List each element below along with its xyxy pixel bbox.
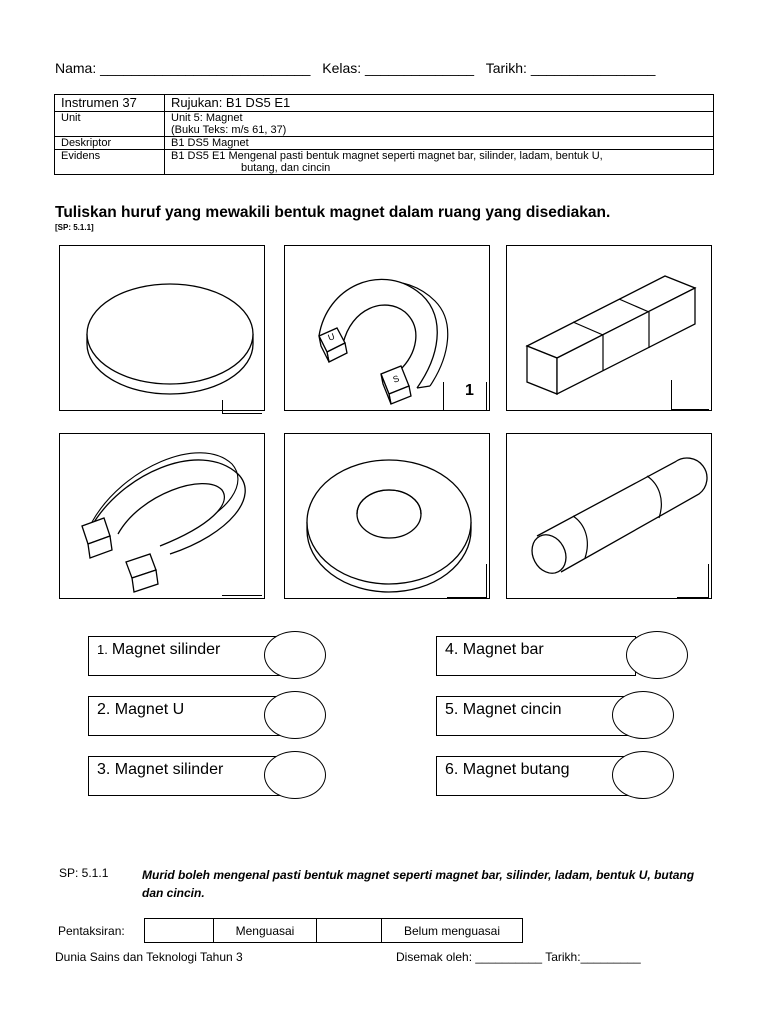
cylinder-magnet-drawing — [531, 457, 708, 574]
student-info-line: Nama: ___________________________ Kelas:… — [55, 60, 663, 76]
mastered-label: Menguasai — [213, 918, 317, 943]
name-field[interactable]: Nama: ___________________________ — [55, 60, 311, 76]
class-field[interactable]: Kelas: ______________ — [322, 60, 475, 76]
mastered-checkbox[interactable] — [144, 918, 214, 943]
sp-code: SP: 5.1.1 — [59, 866, 109, 880]
horseshoe-magnet-drawing — [81, 452, 246, 593]
answer-box-5[interactable] — [447, 564, 487, 598]
option-3-answer-circle[interactable] — [264, 751, 326, 799]
option-1-label: Magnet silinder — [111, 641, 221, 658]
option-6-answer-circle[interactable] — [612, 751, 674, 799]
evidence-line-1: B1 DS5 E1 Mengenal pasti bentuk magnet s… — [171, 150, 603, 162]
option-4-label: 4. Magnet bar — [445, 641, 544, 658]
textbook-ref: (Buku Teks: m/s 61, 37) — [171, 124, 287, 136]
not-mastered-label: Belum menguasai — [381, 918, 523, 943]
descriptor-value: B1 DS5 Magnet — [164, 136, 714, 150]
stray-mark: 1 — [465, 382, 474, 399]
unit-title: Unit 5: Magnet — [171, 112, 243, 124]
not-mastered-checkbox[interactable] — [316, 918, 382, 943]
book-title: Dunia Sains dan Teknologi Tahun 3 — [55, 950, 243, 964]
assessment-table: Menguasai Belum menguasai — [144, 918, 523, 943]
option-1-number: 1. — [97, 642, 108, 657]
sp-tag: [SP: 5.1.1] — [55, 223, 94, 232]
answer-box-2[interactable] — [443, 382, 487, 410]
option-3: 3. Magnet silinder — [88, 756, 280, 796]
image-panel-button-magnet — [59, 245, 265, 414]
image-panel-cylinder-magnet — [506, 433, 712, 599]
option-6: 6. Magnet butang — [436, 756, 636, 796]
ring-magnet-drawing — [306, 459, 472, 593]
option-5: 5. Magnet cincin — [436, 696, 636, 736]
u-magnet-drawing — [318, 278, 449, 405]
image-panel-ring-magnet — [284, 433, 490, 599]
option-2: 2. Magnet U — [88, 696, 288, 736]
option-5-answer-circle[interactable] — [612, 691, 674, 739]
image-panel-bar-magnet — [506, 245, 712, 411]
option-2-answer-circle[interactable] — [264, 691, 326, 739]
evidence-value: B1 DS5 E1 Mengenal pasti bentuk magnet s… — [164, 149, 714, 175]
answer-box-4[interactable] — [222, 576, 262, 596]
reference-code: Rujukan: B1 DS5 E1 — [164, 94, 714, 112]
checked-by-line[interactable]: Disemak oleh: __________ Tarikh:________… — [396, 950, 641, 964]
image-panel-horseshoe-magnet — [59, 433, 265, 599]
sp-description: Murid boleh mengenal pasti bentuk magnet… — [142, 868, 695, 900]
option-4: 4. Magnet bar — [436, 636, 636, 676]
answer-box-6[interactable] — [677, 564, 709, 598]
instrument-number: Instrumen 37 — [54, 94, 165, 112]
unit-value: Unit 5: Magnet (Buku Teks: m/s 61, 37) — [164, 111, 714, 137]
option-6-label: 6. Magnet butang — [445, 761, 570, 778]
option-1-answer-circle[interactable] — [264, 631, 326, 679]
evidence-label: Evidens — [54, 149, 165, 175]
bar-magnet-drawing — [525, 275, 697, 396]
answer-box-1[interactable] — [222, 400, 262, 414]
evidence-line-2: butang, dan cincin — [241, 162, 331, 174]
instrument-info-table: Instrumen 37 Rujukan: B1 DS5 E1 Unit Uni… — [54, 94, 714, 175]
assessment-label: Pentaksiran: — [58, 924, 125, 938]
descriptor-label: Deskriptor — [54, 136, 165, 150]
image-panel-u-magnet: U S 1 — [284, 245, 490, 411]
answer-box-3[interactable] — [671, 380, 709, 410]
unit-label: Unit — [54, 111, 165, 137]
instruction-text: Tuliskan huruf yang mewakili bentuk magn… — [55, 204, 611, 221]
option-4-answer-circle[interactable] — [626, 631, 688, 679]
button-magnet-drawing — [86, 283, 254, 395]
option-5-label: 5. Magnet cincin — [445, 701, 562, 718]
option-3-label: 3. Magnet silinder — [97, 761, 224, 778]
option-1: 1.Magnet silinder — [88, 636, 288, 676]
option-2-label: 2. Magnet U — [97, 701, 185, 718]
date-field[interactable]: Tarikh: ________________ — [485, 60, 656, 76]
